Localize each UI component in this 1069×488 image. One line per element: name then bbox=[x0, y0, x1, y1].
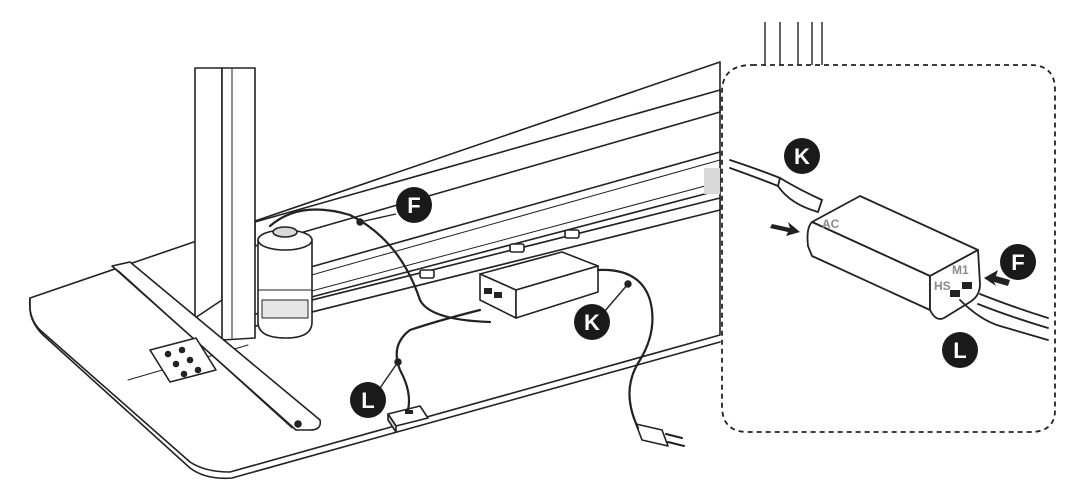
port-label-m1: M1 bbox=[952, 263, 969, 277]
leg-column bbox=[194, 67, 256, 341]
port-label-hs: HS bbox=[934, 279, 951, 293]
mounting-brackets bbox=[419, 229, 580, 279]
callout-k-main: K bbox=[574, 304, 610, 340]
cables bbox=[268, 208, 654, 430]
svg-text:F: F bbox=[407, 193, 420, 218]
svg-text:F: F bbox=[1011, 250, 1024, 275]
svg-text:L: L bbox=[361, 388, 374, 413]
hand-switch bbox=[387, 405, 429, 433]
leg-foot bbox=[111, 261, 322, 431]
desk-illustration bbox=[28, 61, 721, 480]
inset-control-box bbox=[806, 195, 981, 320]
svg-text:L: L bbox=[953, 338, 966, 363]
callout-f-main: F bbox=[396, 187, 432, 223]
power-cable-k bbox=[596, 268, 654, 430]
ac-plug bbox=[635, 423, 685, 447]
port-label-ac: AC bbox=[822, 217, 840, 231]
control-box bbox=[479, 251, 599, 319]
arrow-ac bbox=[770, 222, 800, 236]
inset-arrows bbox=[770, 222, 1010, 286]
leader-lines bbox=[356, 213, 632, 389]
callout-f-inset: F bbox=[1000, 244, 1036, 280]
callout-l-main: L bbox=[350, 382, 386, 418]
callout-l-inset: L bbox=[942, 332, 978, 368]
mounting-plate bbox=[149, 337, 217, 383]
detail-inset: AC M1 HS K F L bbox=[721, 22, 1056, 433]
hand-switch-cable-l bbox=[395, 308, 482, 412]
svg-text:K: K bbox=[794, 144, 810, 169]
motor-cable-f bbox=[268, 208, 492, 324]
callout-k-inset: K bbox=[784, 138, 820, 174]
inset-cables bbox=[729, 159, 1049, 341]
motor-housing bbox=[257, 226, 313, 339]
arrow-m1 bbox=[984, 270, 1010, 286]
svg-text:K: K bbox=[584, 310, 600, 335]
inset-leg-poles bbox=[764, 22, 823, 65]
